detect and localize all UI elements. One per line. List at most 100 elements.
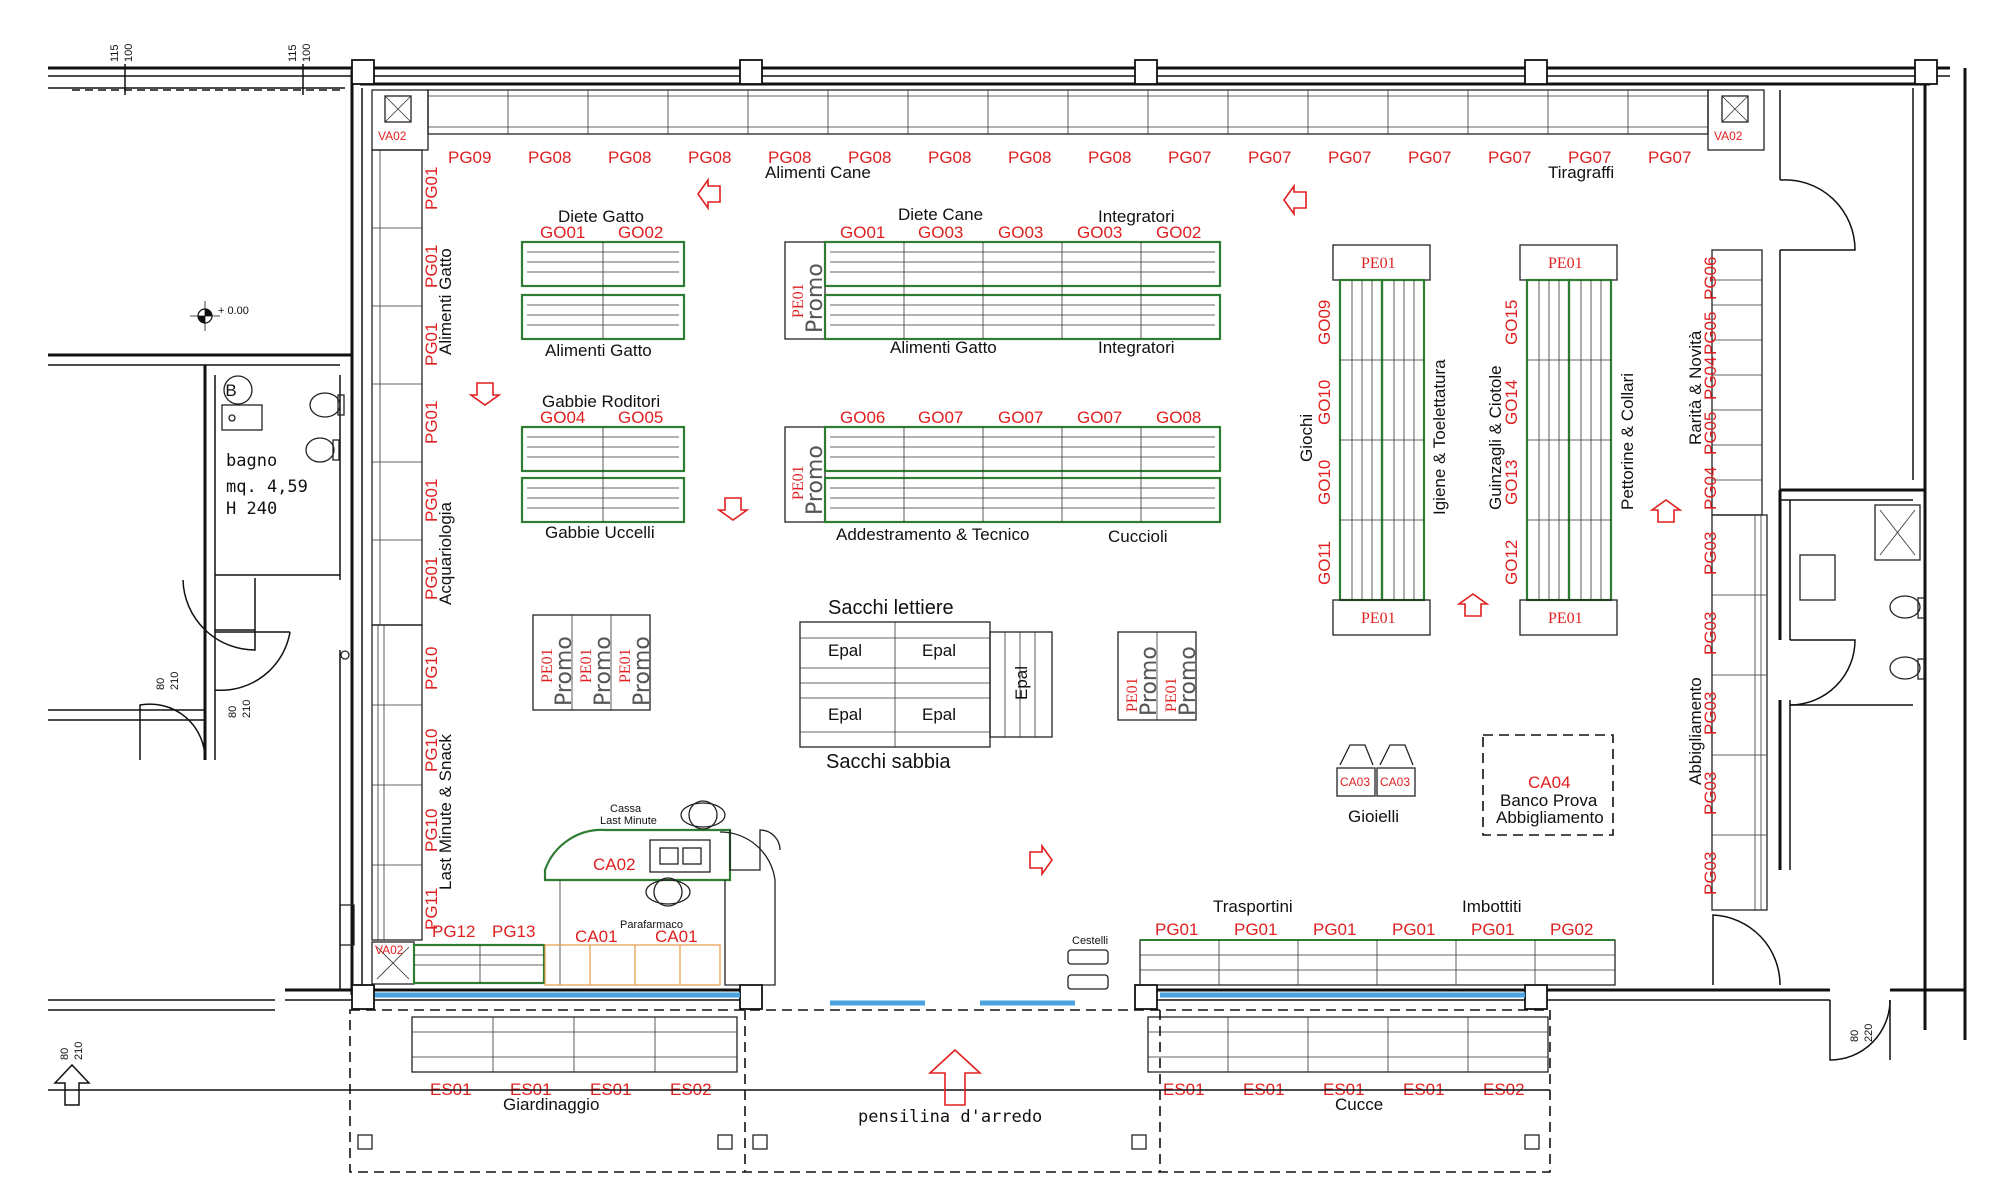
cassa-code: CA02 <box>593 855 636 874</box>
epal-label: Epal <box>922 641 956 660</box>
zone-label-alimenti-gatto: Alimenti Gatto <box>436 248 455 355</box>
promo-label: Promo <box>630 636 655 706</box>
shelf-code: PG04 <box>1701 357 1720 400</box>
bathroom-height: H 240 <box>226 499 277 519</box>
shelf-code: PG01 <box>1234 920 1277 939</box>
promo-label: Promo <box>803 445 828 515</box>
glass-facade <box>375 992 1525 1006</box>
shelf-code: PG03 <box>1701 772 1720 815</box>
gondola-code: GO03 <box>918 223 963 242</box>
canopy-outline <box>48 1009 1551 1173</box>
shelf-code: PG12 <box>432 922 475 941</box>
gondola-bottom-label: Addestramento & Tecnico <box>836 525 1029 544</box>
shelf-code: PG03 <box>1701 612 1720 655</box>
fitting-counter-label: Abbigliamento <box>1496 808 1604 827</box>
gondola-code: GO01 <box>840 223 885 242</box>
gondola-title: Integratori <box>1098 207 1175 226</box>
bottom-left-shelving <box>371 941 721 986</box>
promo-label: Promo <box>1137 646 1162 716</box>
pe-code: PE01 <box>1361 610 1396 627</box>
zone-label-trasportini: Trasportini <box>1213 897 1293 916</box>
cassa-label: Last Minute <box>600 815 657 827</box>
shelf-code: PG01 <box>422 557 441 600</box>
canopy-label: pensilina d'arredo <box>858 1107 1042 1127</box>
gondola-label: Guinzagli & Ciotole <box>1486 365 1505 510</box>
outdoor-shelving-right <box>1147 1016 1549 1073</box>
dimension-value: 80 <box>155 678 167 690</box>
gondola-code: GO13 <box>1502 460 1521 505</box>
top-wall-shelving <box>371 89 1765 151</box>
shelf-code: PG03 <box>1701 692 1720 735</box>
dimension-value: 80 <box>59 1048 71 1060</box>
promo-label: Promo <box>803 263 828 333</box>
pe-code: PE01 <box>1548 610 1583 627</box>
bathroom-badge: B <box>225 381 236 400</box>
level-marker-icon <box>190 301 220 331</box>
shelf-code: PG10 <box>422 729 441 772</box>
shelf-code: PG01 <box>422 245 441 288</box>
gondola-code: GO12 <box>1502 540 1521 585</box>
shelf-code: PG11 <box>422 888 441 930</box>
zone-label-tiragraffi: Tiragraffi <box>1548 163 1614 182</box>
dimension-value: 210 <box>241 700 253 718</box>
zone-label-cucce: Cucce <box>1335 1095 1383 1114</box>
bathroom-fixtures <box>221 375 350 660</box>
shelf-code: PG13 <box>492 922 535 941</box>
shelf-code: PG07 <box>1168 148 1211 167</box>
bathroom-label: bagno <box>226 451 277 471</box>
shelf-code: PG08 <box>528 148 571 167</box>
shelf-code: PG07 <box>1568 148 1611 167</box>
jewelry-display <box>1336 744 1416 797</box>
gondola-label: Igiene & Toelettatura <box>1430 359 1449 515</box>
gondola-code: GO14 <box>1502 380 1521 425</box>
gondola-code: GO03 <box>998 223 1043 242</box>
bathroom-area: mq. 4,59 <box>226 477 308 497</box>
shelf-code: PG08 <box>608 148 651 167</box>
shelf-code: PG01 <box>1392 920 1435 939</box>
left-wall-shelving <box>339 149 423 946</box>
zone-label-imbottiti: Imbottiti <box>1462 897 1522 916</box>
gioielli-code: CA03 <box>1340 775 1370 789</box>
shelf-code: PG09 <box>448 148 491 167</box>
side-entrance-arrow-icon <box>53 1063 91 1106</box>
shelf-code: PG01 <box>422 479 441 522</box>
gondola-code: GO10 <box>1315 380 1334 425</box>
shelf-code: PG05 <box>1701 312 1720 355</box>
parafarmaco-label: Parafarmaco <box>620 919 683 931</box>
top-shelf-codes: PG09 PG08 PG08 PG08 PG08 PG08 PG08 PG08 … <box>448 148 1691 167</box>
shelf-code: PG01 <box>422 167 441 210</box>
basket-label: Cestelli <box>1072 935 1108 947</box>
promo-code: PE01 <box>790 283 807 318</box>
cassa-label: Cassa <box>610 803 642 815</box>
dimension-value: 220 <box>1863 1024 1875 1042</box>
shelf-code: PG10 <box>422 647 441 690</box>
basket-stack <box>1067 949 1109 990</box>
arrow-left-icon <box>1283 183 1307 217</box>
fitting-counter-code: CA04 <box>1528 773 1571 792</box>
gondola-code: GO04 <box>540 408 585 427</box>
dimension-value: 80 <box>1849 1030 1861 1042</box>
promo-code: PE01 <box>1163 677 1180 712</box>
va-code-top-left: VA02 <box>378 129 407 143</box>
pallet-bottom-label: Sacchi sabbia <box>826 751 951 773</box>
dimension-value: 115 <box>109 44 121 62</box>
gondola-addestramento <box>784 425 1222 524</box>
structural-columns <box>351 59 1938 1010</box>
promo-code: PE01 <box>539 648 556 683</box>
promo-code: PE01 <box>790 465 807 500</box>
gondola-code: GO01 <box>540 223 585 242</box>
shelf-code: PG08 <box>848 148 891 167</box>
arrow-down-icon <box>468 382 502 406</box>
shelf-code: PG07 <box>1328 148 1371 167</box>
shelf-code: PG01 <box>422 401 441 444</box>
gondola-diete-cane <box>784 240 1222 341</box>
shelf-code: PG01 <box>422 323 441 366</box>
zone-label-giardinaggio: Giardinaggio <box>503 1095 599 1114</box>
gondola-guinzagli <box>1519 244 1618 636</box>
shelf-code: PG08 <box>688 148 731 167</box>
zone-label-last-minute: Last Minute & Snack <box>436 734 455 890</box>
arrow-left-icon <box>697 177 721 211</box>
gondola-code: GO06 <box>840 408 885 427</box>
shelf-code: PG01 <box>1155 920 1198 939</box>
